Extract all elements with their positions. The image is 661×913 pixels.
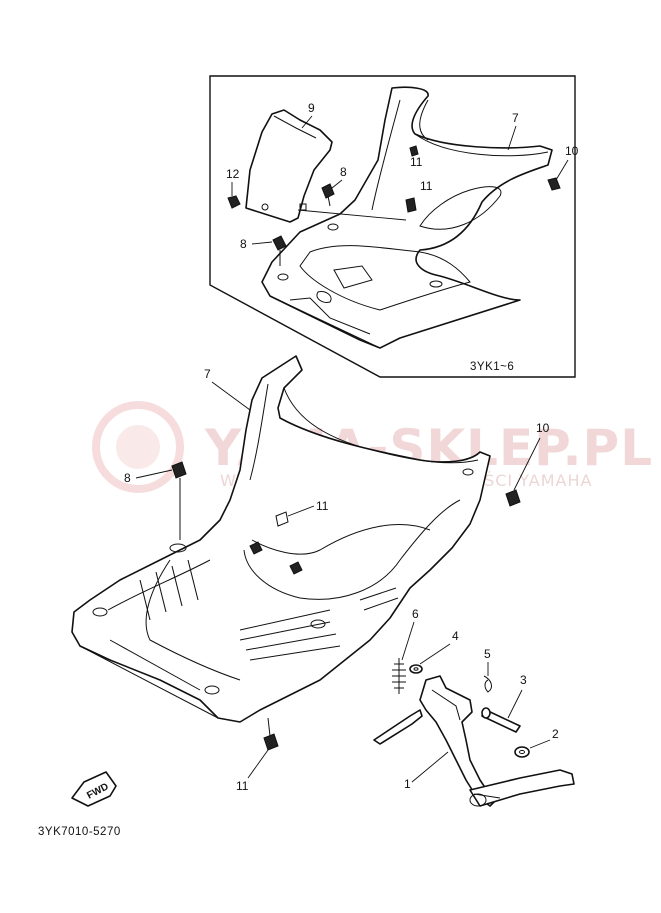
spring-6 — [392, 658, 406, 694]
washer-4 — [409, 664, 423, 674]
inset-screw-10 — [547, 177, 561, 191]
main-bolt-8 — [171, 461, 187, 540]
inset-variant-label: 3YK1~6 — [470, 361, 514, 373]
callout-11-main-b: 11 — [236, 779, 249, 793]
callout-12: 12 — [226, 167, 240, 181]
callout-11-main-a: 11 — [316, 499, 329, 513]
main-leg-shield — [71, 355, 491, 723]
clip-5 — [483, 675, 492, 693]
callout-8-inset-b: 8 — [240, 237, 247, 251]
callout-8-main: 8 — [124, 471, 131, 485]
stand-assembly — [373, 675, 575, 807]
callout-11-inset-b: 11 — [420, 179, 433, 193]
main-screw-10 — [505, 489, 521, 507]
inset-leg-shield — [261, 86, 553, 349]
callout-6: 6 — [412, 607, 419, 621]
callout-3: 3 — [520, 673, 527, 687]
callout-11-inset-a: 11 — [410, 155, 423, 169]
callout-10-inset: 10 — [565, 144, 579, 158]
callout-7-inset: 7 — [512, 111, 519, 125]
inset-bolt-8b — [272, 235, 287, 266]
inset-bolt-8a — [321, 183, 335, 207]
inset-panel — [245, 109, 333, 223]
callout-4: 4 — [452, 629, 459, 643]
main-nut-11 — [263, 717, 279, 751]
fwd-arrow-icon: FWD — [71, 771, 117, 807]
collar-2 — [514, 746, 530, 758]
callout-7-main: 7 — [204, 367, 211, 381]
callout-2: 2 — [552, 727, 559, 741]
diagram-code: 3YK7010-5270 — [38, 826, 121, 838]
callout-5: 5 — [484, 647, 491, 661]
callout-10-main: 10 — [536, 421, 550, 435]
callout-9: 9 — [308, 101, 315, 115]
inset-frame — [209, 75, 576, 378]
watermark-logo-icon — [92, 401, 184, 493]
callout-8-inset-a: 8 — [340, 165, 347, 179]
inset-screw-12 — [227, 195, 269, 211]
callout-1: 1 — [404, 777, 411, 791]
pin-3 — [481, 707, 521, 733]
